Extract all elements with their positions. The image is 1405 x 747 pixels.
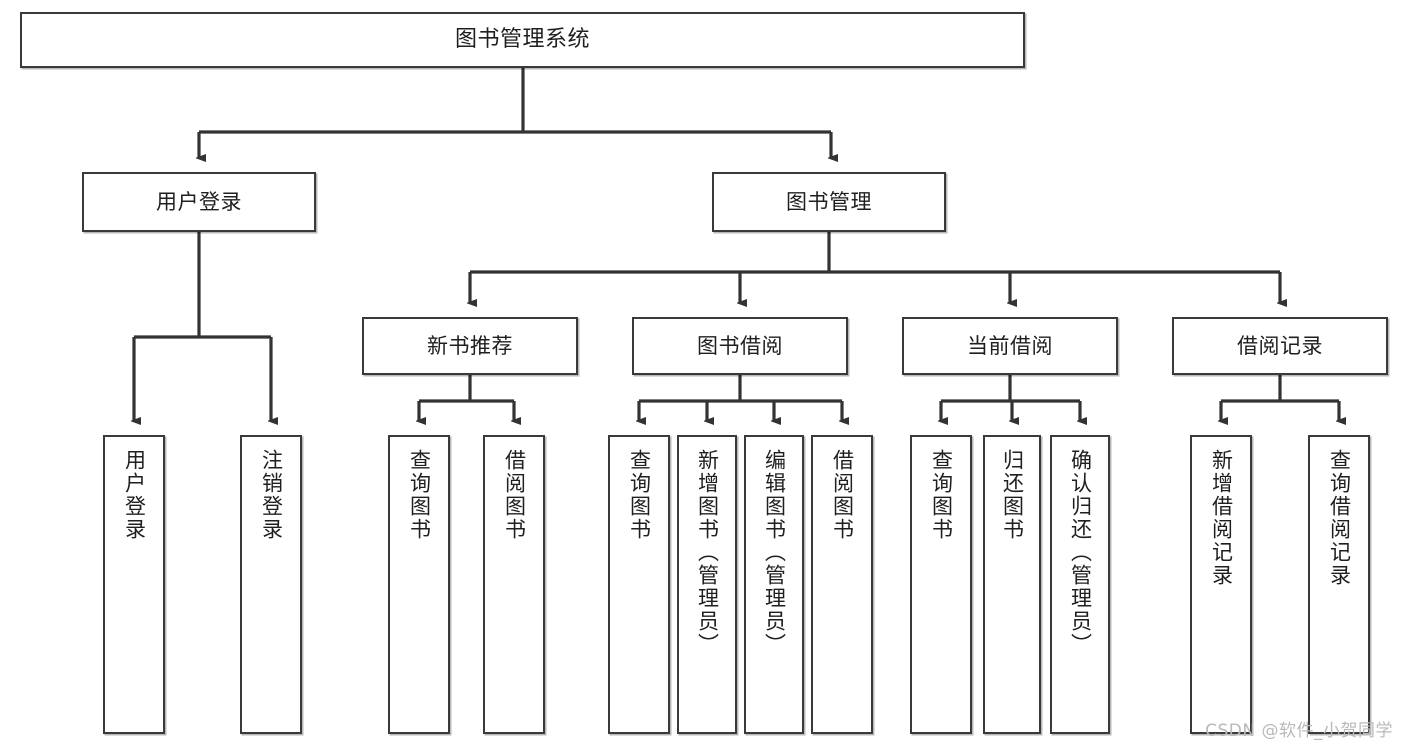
node-root[interactable]: 图书管理系统 (20, 12, 1025, 68)
node-user-login-label: 用户登录 (156, 189, 242, 214)
leaf-add-book-admin-label: 新增图书（管理员） (695, 449, 720, 656)
leaf-borrow-book-recommend[interactable]: 借阅图书 (483, 435, 545, 734)
leaf-add-borrow-record[interactable]: 新增借阅记录 (1190, 435, 1252, 734)
node-new-book-recommend-label: 新书推荐 (427, 333, 513, 358)
leaf-borrow-book-label: 借阅图书 (830, 449, 855, 541)
node-book-borrow[interactable]: 图书借阅 (632, 317, 848, 375)
leaf-borrow-book[interactable]: 借阅图书 (811, 435, 873, 734)
leaf-query-book-borrow-label: 查询图书 (627, 449, 652, 541)
leaf-user-login[interactable]: 用户登录 (103, 435, 165, 734)
leaf-return-book-label: 归还图书 (1000, 449, 1025, 541)
leaf-query-book-recommend-label: 查询图书 (407, 449, 432, 541)
leaf-user-logout[interactable]: 注销登录 (240, 435, 302, 734)
leaf-user-login-label: 用户登录 (122, 449, 147, 541)
node-current-borrow[interactable]: 当前借阅 (902, 317, 1118, 375)
leaf-add-borrow-record-label: 新增借阅记录 (1209, 449, 1234, 587)
node-user-login[interactable]: 用户登录 (82, 172, 316, 232)
node-book-management[interactable]: 图书管理 (712, 172, 946, 232)
leaf-borrow-book-recommend-label: 借阅图书 (502, 449, 527, 541)
leaf-confirm-return-admin-label: 确认归还（管理员） (1068, 449, 1093, 656)
node-borrow-record-label: 借阅记录 (1237, 333, 1323, 358)
leaf-user-logout-label: 注销登录 (259, 449, 284, 541)
leaf-query-book-recommend[interactable]: 查询图书 (388, 435, 450, 734)
node-book-borrow-label: 图书借阅 (697, 333, 783, 358)
leaf-edit-book-admin[interactable]: 编辑图书（管理员） (744, 435, 804, 734)
leaf-add-book-admin[interactable]: 新增图书（管理员） (677, 435, 737, 734)
leaf-query-borrow-record-label: 查询借阅记录 (1327, 449, 1352, 587)
node-book-management-label: 图书管理 (786, 189, 872, 214)
leaf-query-book-current-label: 查询图书 (929, 449, 954, 541)
leaf-query-book-borrow[interactable]: 查询图书 (608, 435, 670, 734)
node-current-borrow-label: 当前借阅 (967, 333, 1053, 358)
node-root-label: 图书管理系统 (454, 27, 590, 53)
leaf-query-borrow-record[interactable]: 查询借阅记录 (1308, 435, 1370, 734)
watermark-text: CSDN @软件_小贺同学 (1205, 721, 1393, 741)
leaf-edit-book-admin-label: 编辑图书（管理员） (762, 449, 787, 656)
leaf-return-book[interactable]: 归还图书 (983, 435, 1041, 734)
leaf-query-book-current[interactable]: 查询图书 (910, 435, 972, 734)
leaf-confirm-return-admin[interactable]: 确认归还（管理员） (1050, 435, 1110, 734)
node-new-book-recommend[interactable]: 新书推荐 (362, 317, 578, 375)
node-borrow-record[interactable]: 借阅记录 (1172, 317, 1388, 375)
